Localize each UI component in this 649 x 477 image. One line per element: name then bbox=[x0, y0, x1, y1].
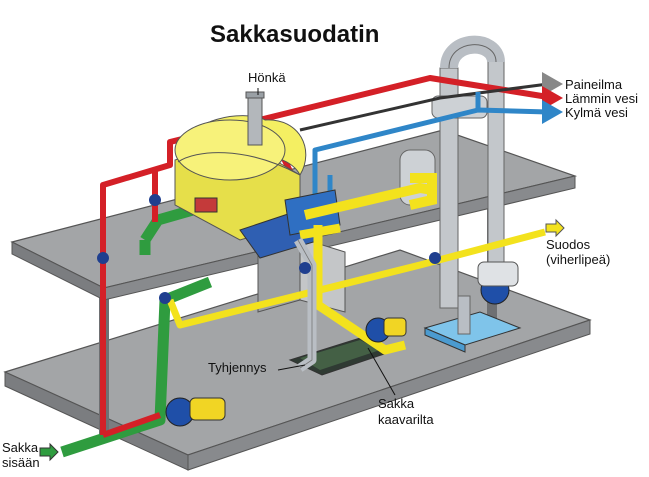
label-lammin-vesi: Lämmin vesi bbox=[565, 91, 638, 106]
label-honka: Hönkä bbox=[248, 70, 286, 85]
label-paineilma: Paineilma bbox=[565, 77, 623, 92]
vent-pipe bbox=[245, 91, 265, 146]
filtrate-pump bbox=[365, 317, 407, 343]
label-sakka-kaavarilta-2: kaavarilta bbox=[378, 412, 434, 427]
label-viherlipea: (viherlipeä) bbox=[546, 252, 610, 267]
grey-drain-pipe bbox=[294, 237, 317, 372]
filtrate-tank bbox=[423, 311, 522, 353]
compressed-air-line bbox=[299, 82, 549, 132]
label-sakka-sisaan-1: Sakka bbox=[2, 440, 39, 455]
vacuum-pump bbox=[477, 261, 519, 305]
label-kylma-vesi: Kylmä vesi bbox=[565, 105, 628, 120]
vacuum-column bbox=[399, 35, 505, 335]
sludge-pump bbox=[165, 397, 226, 427]
valves bbox=[97, 194, 441, 304]
diagram-title: Sakkasuodatin bbox=[210, 21, 379, 48]
label-sakka-kaavarilta-1: Sakka bbox=[378, 396, 415, 411]
label-tyhjennys: Tyhjennys bbox=[208, 360, 267, 375]
inlet-arrows bbox=[39, 72, 565, 462]
label-sakka-sisaan-2: sisään bbox=[2, 455, 40, 470]
yellow-filtrate-pipe bbox=[166, 173, 546, 355]
leader-lines bbox=[257, 88, 396, 396]
label-suodos: Suodos bbox=[546, 237, 591, 252]
